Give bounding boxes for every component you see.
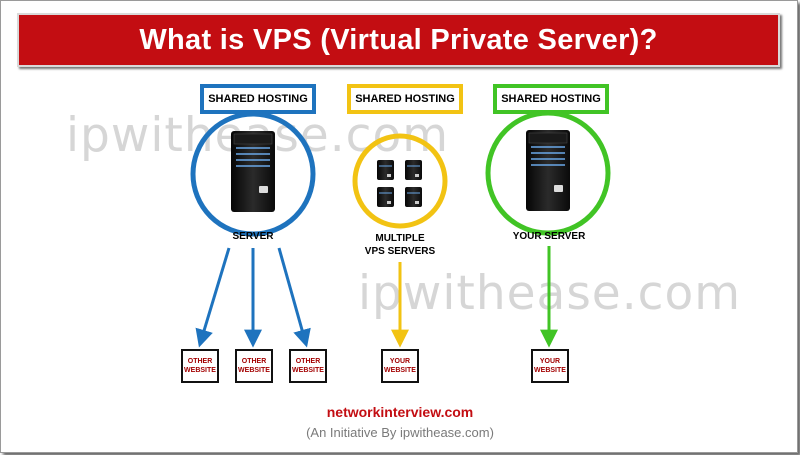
vps-caption-line2: VPS SERVERS xyxy=(364,246,436,257)
shared-hosting-label-yellow: SHARED HOSTING xyxy=(347,84,463,114)
title-banner: What is VPS (Virtual Private Server)? xyxy=(17,13,780,67)
website-line2: WEBSITE xyxy=(534,367,566,374)
footer-tagline: (An Initiative By ipwithease.com) xyxy=(306,425,494,440)
shared-hosting-circle xyxy=(190,111,316,237)
website-box: OTHER WEBSITE xyxy=(181,349,219,383)
footer-site: networkinterview.com xyxy=(326,404,474,420)
website-line2: WEBSITE xyxy=(384,367,416,374)
website-box: OTHER WEBSITE xyxy=(235,349,273,383)
server-icon xyxy=(231,131,275,212)
server-caption: SERVER xyxy=(232,231,274,242)
website-line1: YOUR xyxy=(539,358,561,365)
arrow-blue-left xyxy=(195,247,231,348)
website-box: YOUR WEBSITE xyxy=(531,349,569,383)
arrow-blue-right xyxy=(277,247,311,348)
website-line2: WEBSITE xyxy=(238,367,270,374)
your-server-icon xyxy=(526,130,570,211)
website-line1: OTHER xyxy=(187,358,213,365)
vps-caption-line1: MULTIPLE xyxy=(375,233,425,244)
page-title: What is VPS (Virtual Private Server)? xyxy=(139,23,658,56)
dedicated-circle xyxy=(485,110,611,236)
vps-circle xyxy=(352,133,448,229)
website-line2: WEBSITE xyxy=(184,367,216,374)
website-line1: OTHER xyxy=(295,358,321,365)
vps-servers-icon xyxy=(377,160,422,207)
your-server-caption: YOUR SERVER xyxy=(512,231,586,242)
website-line1: YOUR xyxy=(389,358,411,365)
website-line1: OTHER xyxy=(241,358,267,365)
website-line2: WEBSITE xyxy=(292,367,324,374)
website-box: YOUR WEBSITE xyxy=(381,349,419,383)
website-box: OTHER WEBSITE xyxy=(289,349,327,383)
